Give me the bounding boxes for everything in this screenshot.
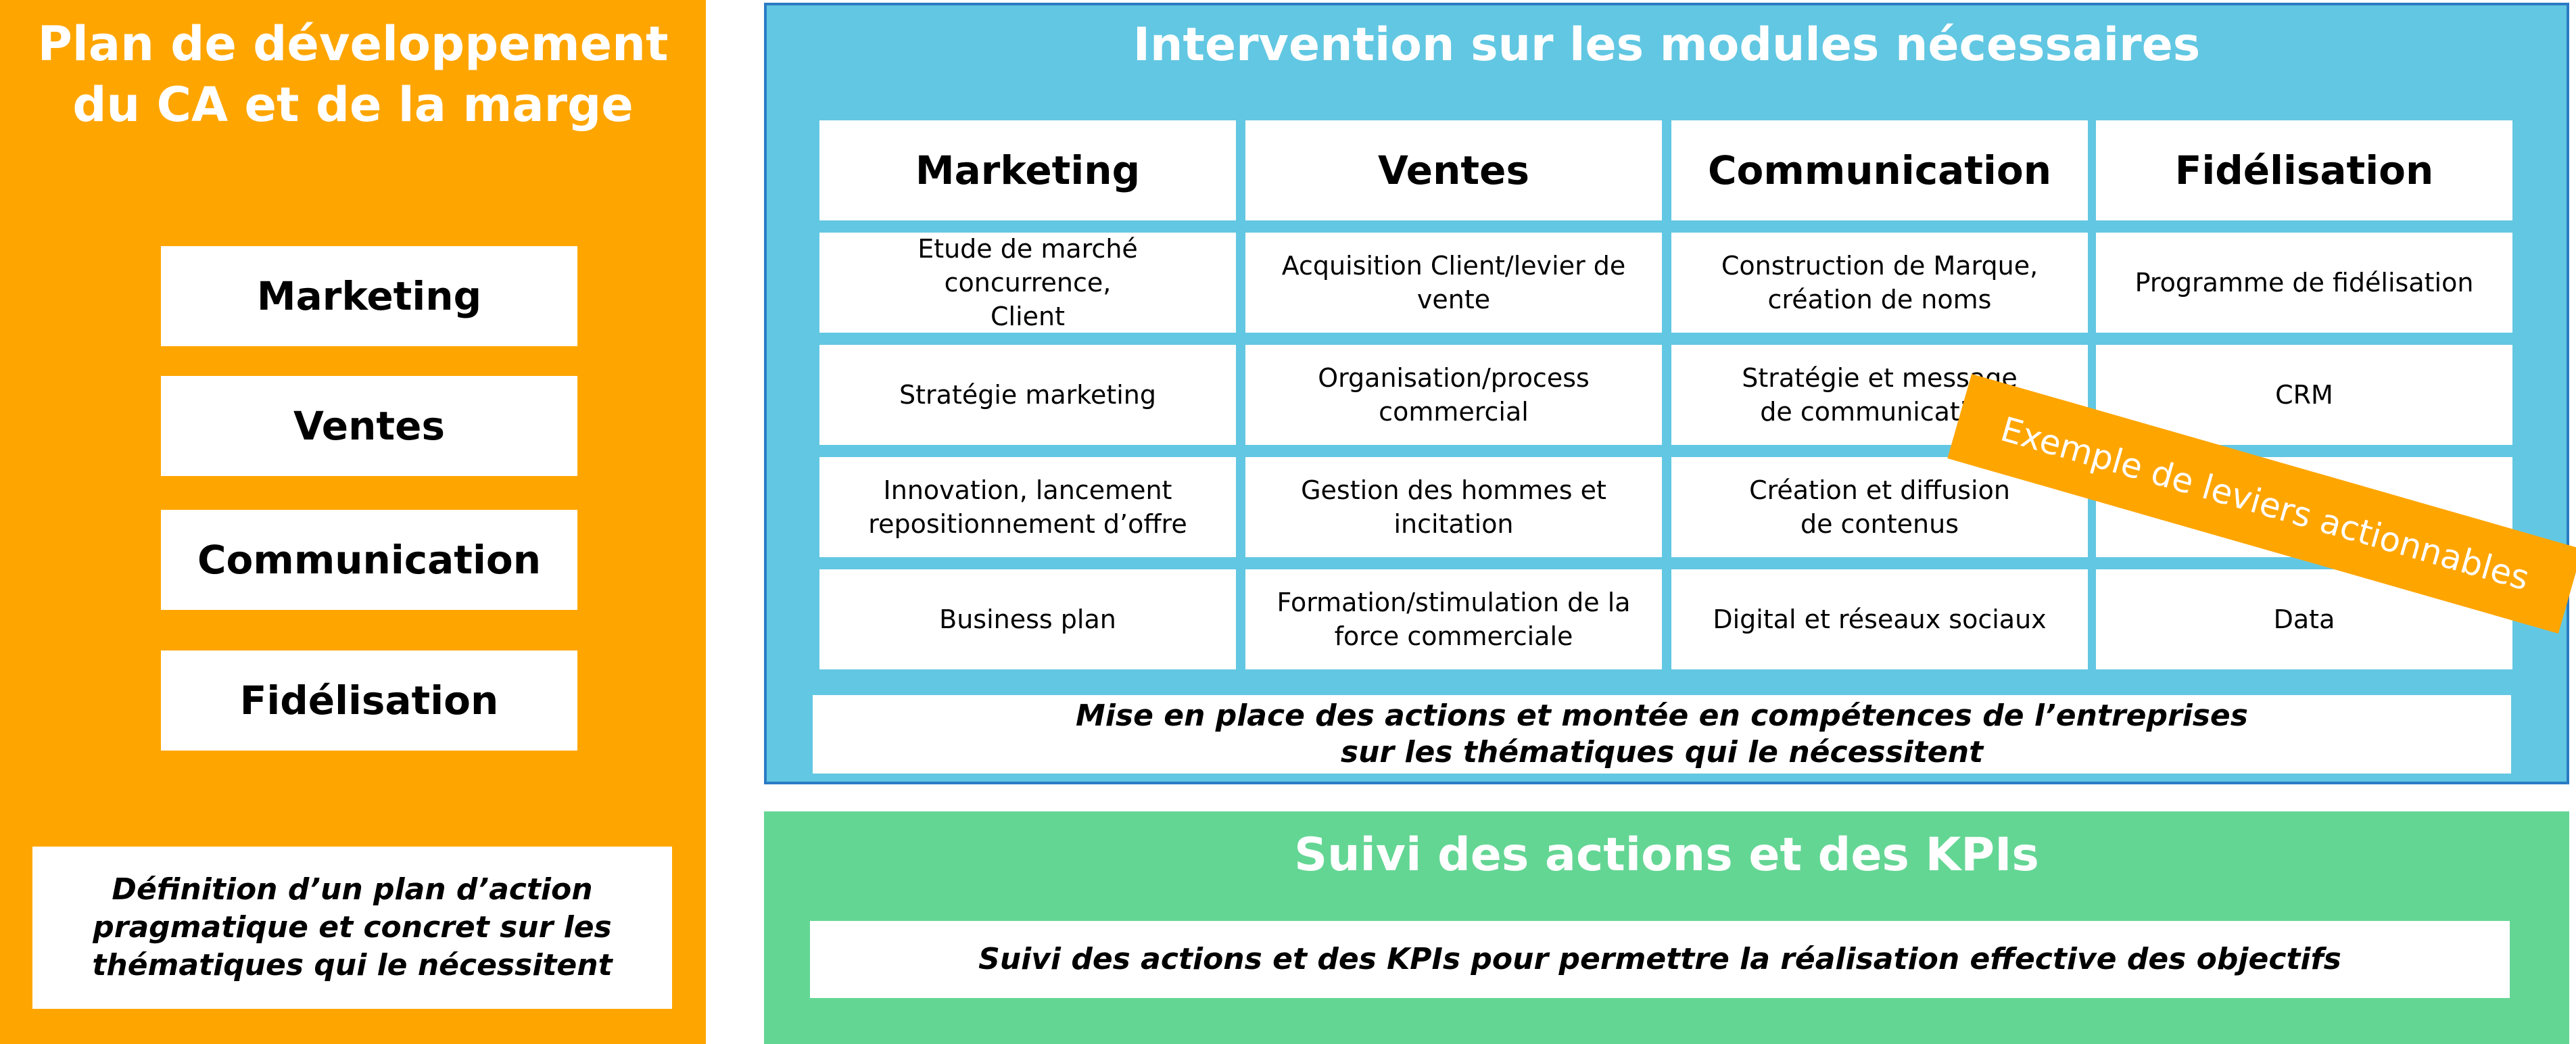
- cell-marketing-1: Etude de marché concurrence, Client: [819, 233, 1236, 333]
- cell-ventes-3: Gestion des hommes et incitation: [1245, 457, 1662, 557]
- cell-fidelisation-2: CRM: [2096, 345, 2512, 445]
- header-fidelisation: Fidélisation: [2096, 120, 2512, 220]
- cell-fidelisation-1: Programme de fidélisation: [2096, 233, 2512, 333]
- cell-communication-1: Construction de Marque, création de noms: [1671, 233, 2088, 333]
- header-marketing: Marketing: [819, 120, 1236, 220]
- cell-marketing-4: Business plan: [819, 569, 1236, 669]
- cell-ventes-2: Organisation/process commercial: [1245, 345, 1662, 445]
- module-communication: Communication: [161, 510, 577, 610]
- kpi-title: Suivi des actions et des KPIs: [1294, 828, 2039, 882]
- module-marketing: Marketing: [161, 246, 577, 346]
- intervention-title: Intervention sur les modules nécessaires: [1132, 18, 2201, 72]
- module-fidelisation: Fidélisation: [161, 650, 577, 751]
- header-ventes: Ventes: [1245, 120, 1662, 220]
- header-communication: Communication: [1671, 120, 2088, 220]
- plan-note: Définition d’un plan d’action pragmatiqu…: [32, 847, 672, 1009]
- module-ventes: Ventes: [161, 376, 577, 476]
- cell-ventes-1: Acquisition Client/levier de vente: [1245, 233, 1662, 333]
- cell-marketing-2: Stratégie marketing: [819, 345, 1236, 445]
- cell-marketing-3: Innovation, lancement repositionnement d…: [819, 457, 1236, 557]
- kpi-note: Suivi des actions et des KPIs pour perme…: [810, 921, 2510, 998]
- plan-panel: Plan de développement du CA et de la mar…: [0, 0, 706, 1044]
- cell-communication-4: Digital et réseaux sociaux: [1671, 569, 2088, 669]
- cell-ventes-4: Formation/stimulation de la force commer…: [1245, 569, 1662, 669]
- intervention-footer: Mise en place des actions et montée en c…: [813, 695, 2511, 774]
- plan-title: Plan de développement du CA et de la mar…: [37, 16, 669, 133]
